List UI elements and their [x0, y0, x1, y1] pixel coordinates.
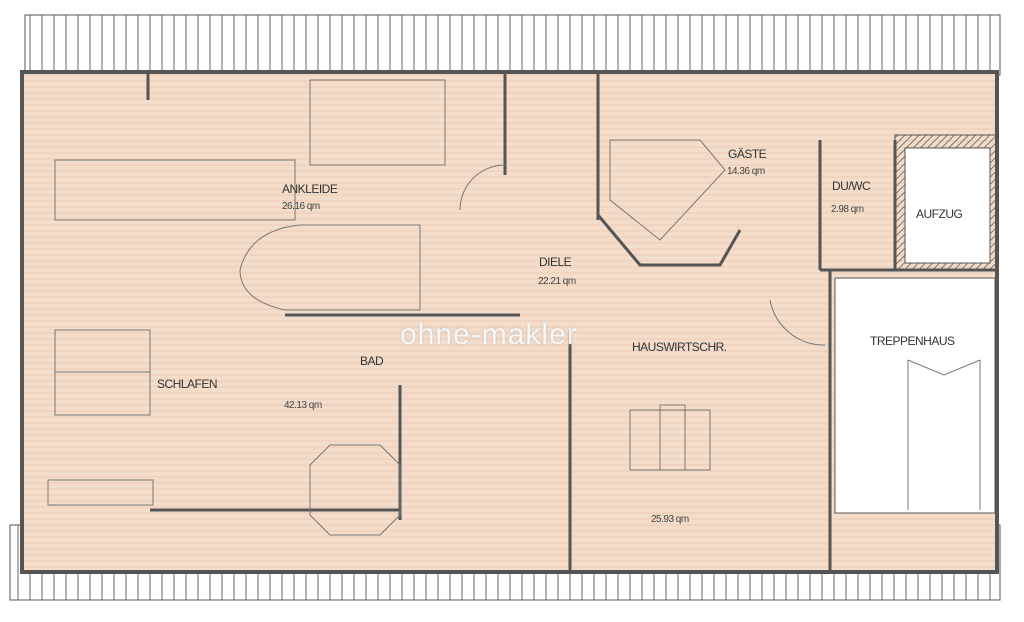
roof-top	[24, 14, 1001, 76]
room-area-ankleide: 26.16 qm	[282, 201, 320, 212]
room-area-diele: 22.21 qm	[538, 276, 576, 287]
room-area-gaeste: 14.36 qm	[727, 166, 765, 177]
room-label-treppenhaus: TREPPENHAUS	[870, 334, 955, 348]
watermark: ohne-makler	[400, 318, 578, 351]
room-label-hauswirtschaft: HAUSWIRTSCHR.	[632, 340, 727, 354]
room-label-bad: BAD	[360, 354, 384, 368]
room-label-aufzug: AUFZUG	[916, 207, 963, 221]
room-area-schlafen: 42.13 qm	[284, 400, 322, 411]
room-label-duwc: DU/WC	[832, 179, 871, 193]
room-label-schlafen: SCHLAFEN	[157, 377, 218, 391]
room-area-hauswirtschaft: 25.93 qm	[651, 514, 689, 525]
room-label-diele: DIELE	[539, 255, 572, 269]
room-label-gaeste: GÄSTE	[728, 147, 767, 161]
room-label-ankleide: ANKLEIDE	[282, 182, 338, 196]
staircase	[834, 277, 996, 514]
room-area-duwc: 2.98 qm	[831, 204, 864, 215]
